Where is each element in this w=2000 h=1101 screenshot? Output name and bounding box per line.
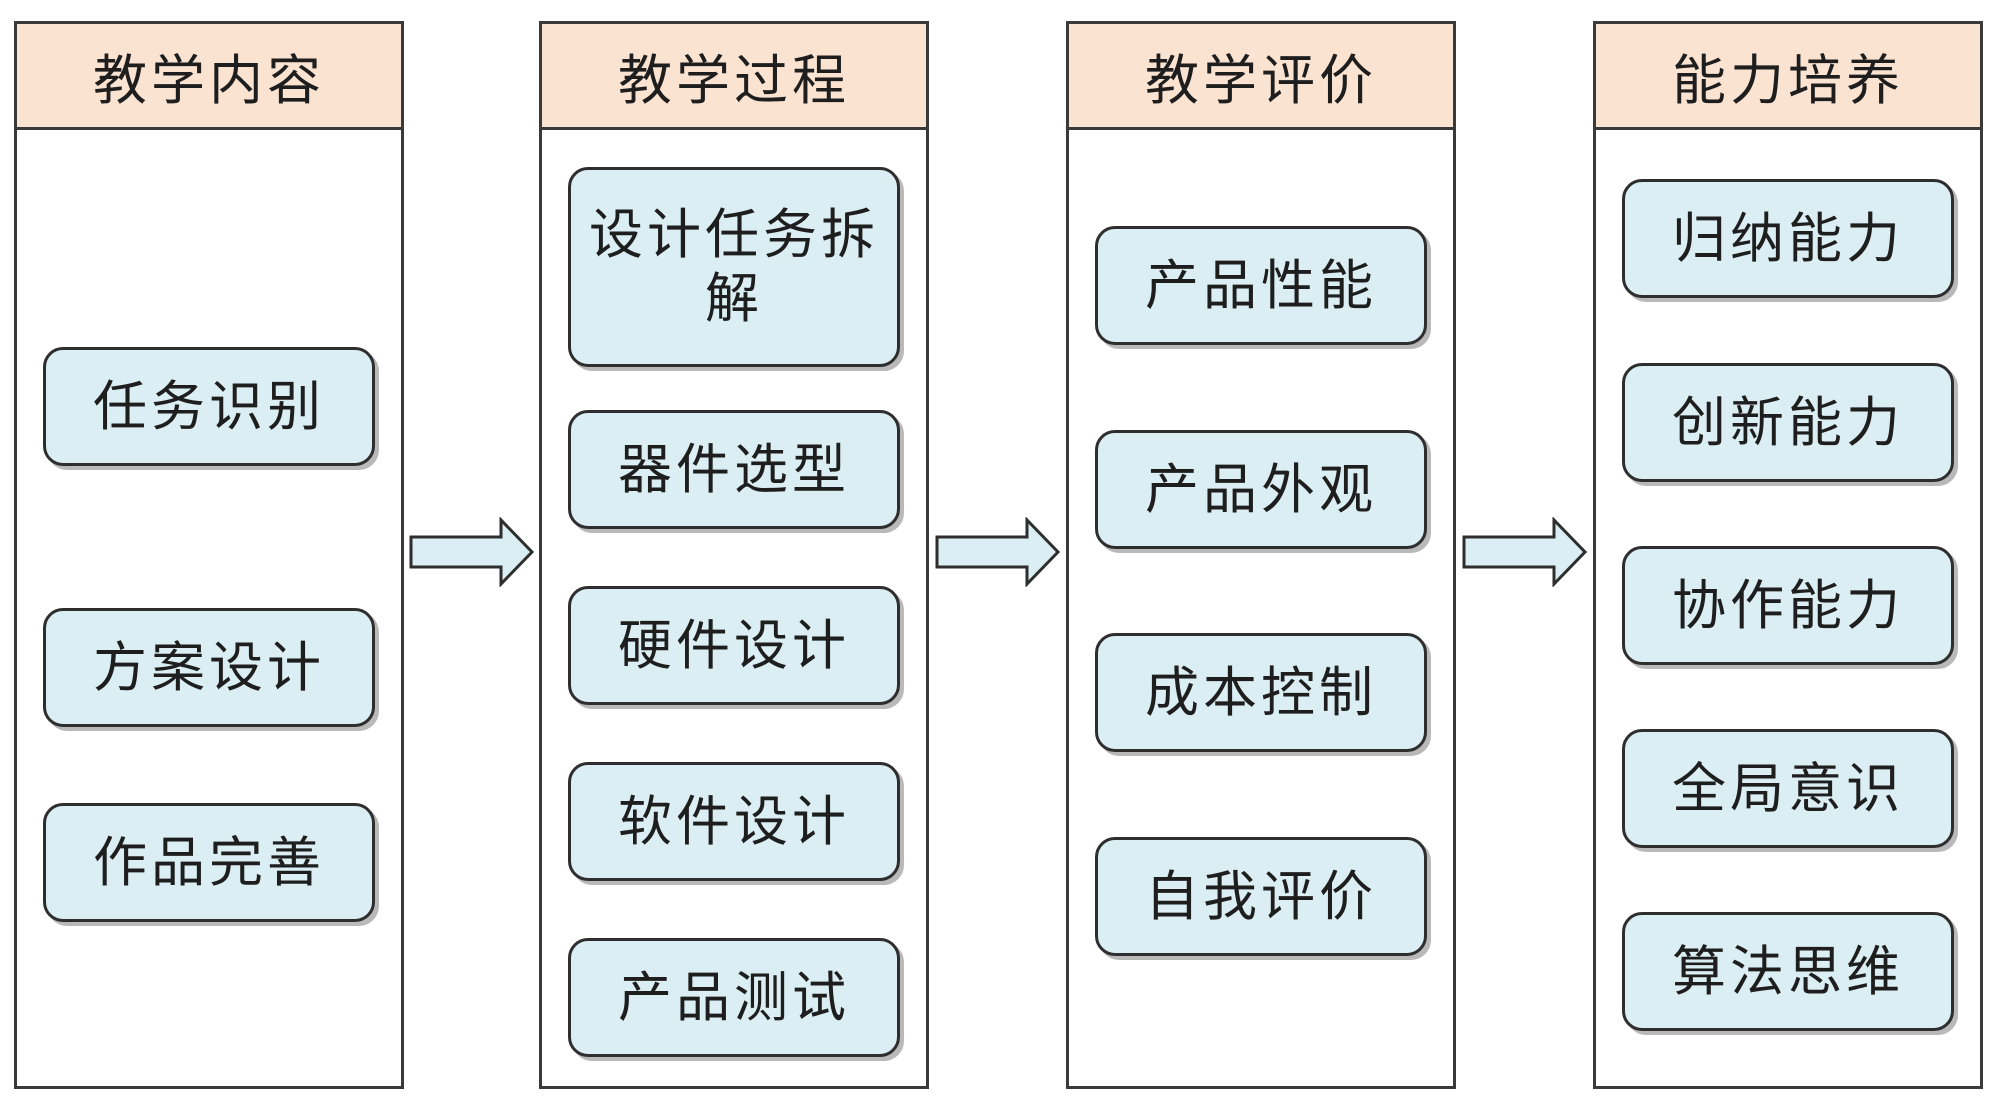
item-box: 协作能力 — [1622, 546, 1954, 665]
column-header: 教学内容 — [17, 24, 401, 130]
column-teaching-content: 教学内容 任务识别 方案设计 作品完善 — [14, 21, 404, 1089]
item-box: 算法思维 — [1622, 912, 1954, 1031]
column-header: 能力培养 — [1596, 24, 1980, 130]
item-box: 作品完善 — [43, 803, 375, 922]
item-box: 任务识别 — [43, 347, 375, 466]
column-header: 教学过程 — [542, 24, 926, 130]
item-box: 产品性能 — [1095, 226, 1427, 345]
item-box: 成本控制 — [1095, 633, 1427, 752]
item-box: 硬件设计 — [568, 586, 900, 705]
column-body: 归纳能力 创新能力 协作能力 全局意识 算法思维 — [1596, 130, 1980, 1086]
column-teaching-process: 教学过程 设计任务拆解 器件选型 硬件设计 软件设计 产品测试 — [539, 21, 929, 1089]
column-body: 任务识别 方案设计 作品完善 — [17, 130, 401, 1086]
item-box: 器件选型 — [568, 410, 900, 529]
item-box: 创新能力 — [1622, 363, 1954, 482]
flow-arrow-icon — [935, 517, 1061, 587]
item-box: 自我评价 — [1095, 837, 1427, 956]
item-box: 归纳能力 — [1622, 179, 1954, 298]
column-body: 产品性能 产品外观 成本控制 自我评价 — [1069, 130, 1453, 1086]
column-body: 设计任务拆解 器件选型 硬件设计 软件设计 产品测试 — [542, 130, 926, 1086]
item-box: 设计任务拆解 — [568, 167, 900, 367]
column-ability-cultivation: 能力培养 归纳能力 创新能力 协作能力 全局意识 算法思维 — [1593, 21, 1983, 1089]
item-box: 软件设计 — [568, 762, 900, 881]
item-box: 全局意识 — [1622, 729, 1954, 848]
column-teaching-evaluation: 教学评价 产品性能 产品外观 成本控制 自我评价 — [1066, 21, 1456, 1089]
flow-arrow-icon — [409, 517, 535, 587]
flow-arrow-icon — [1462, 517, 1588, 587]
item-box: 产品外观 — [1095, 430, 1427, 549]
item-box: 产品测试 — [568, 938, 900, 1057]
item-box: 方案设计 — [43, 608, 375, 727]
column-header: 教学评价 — [1069, 24, 1453, 130]
